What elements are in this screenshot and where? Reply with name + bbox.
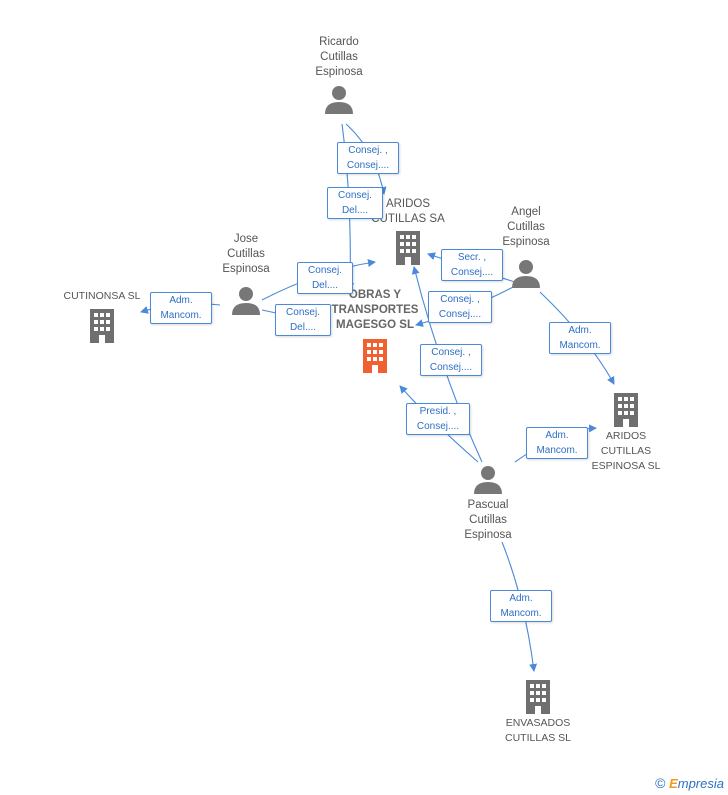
person-jose-label: Jose Cutillas Espinosa	[222, 233, 270, 275]
relation-label[interactable]: Adm. Mancom.	[549, 322, 611, 354]
person-pascual-label: Pascual Cutillas Espinosa	[464, 499, 512, 541]
building-icon	[363, 339, 387, 373]
company-cutinonsa-label: CUTINONSA SL	[63, 290, 141, 302]
person-pascual[interactable]: Pascual Cutillas Espinosa	[452, 464, 524, 543]
person-jose[interactable]: Jose Cutillas Espinosa	[210, 232, 282, 315]
building-icon	[526, 680, 550, 714]
company-aridos-sa-label: ARIDOS CUTILLAS SA	[371, 198, 445, 225]
company-obras-focus[interactable]: OBRAS Y TRANSPORTES MAGESGO SL	[325, 288, 425, 373]
company-aridos-espinosa-sl-label: ARIDOS CUTILLAS ESPINOSA SL	[591, 430, 661, 472]
relation-label[interactable]: Adm. Mancom.	[526, 427, 588, 459]
relation-label[interactable]: Consej. Del....	[297, 262, 353, 294]
empresia-logo: © Empresia	[655, 775, 724, 791]
relation-label[interactable]: Presid. , Consej....	[406, 403, 470, 435]
brand-first-letter: E	[669, 776, 678, 791]
copyright-symbol: ©	[655, 775, 666, 791]
person-icon	[325, 86, 353, 114]
relation-label[interactable]: Adm. Mancom.	[150, 292, 212, 324]
person-angel-label: Angel Cutillas Espinosa	[502, 206, 550, 248]
relation-label[interactable]: Consej. , Consej....	[337, 142, 399, 174]
relation-label[interactable]: Adm. Mancom.	[490, 590, 552, 622]
company-envasados-label: ENVASADOS CUTILLAS SL	[505, 717, 571, 744]
company-cutinonsa[interactable]: CUTINONSA SL	[52, 289, 152, 343]
person-ricardo-label: Ricardo Cutillas Espinosa	[315, 36, 363, 78]
person-icon	[474, 466, 502, 494]
relation-label[interactable]: Secr. , Consej....	[441, 249, 503, 281]
company-aridos-espinosa-sl[interactable]: ARIDOS CUTILLAS ESPINOSA SL	[580, 393, 672, 474]
company-envasados[interactable]: ENVASADOS CUTILLAS SL	[490, 680, 586, 746]
person-icon	[512, 260, 540, 288]
person-angel[interactable]: Angel Cutillas Espinosa	[490, 205, 562, 288]
company-obras-label: OBRAS Y TRANSPORTES MAGESGO SL	[331, 289, 419, 331]
company-aridos-sa[interactable]: ARIDOS CUTILLAS SA	[365, 197, 451, 265]
building-icon	[396, 231, 420, 265]
relation-label[interactable]: Consej. , Consej....	[420, 344, 482, 376]
person-ricardo[interactable]: Ricardo Cutillas Espinosa	[303, 35, 375, 114]
relation-label[interactable]: Consej. Del....	[327, 187, 383, 219]
relation-label[interactable]: Consej. , Consej....	[428, 291, 492, 323]
relation-label[interactable]: Consej. Del....	[275, 304, 331, 336]
building-icon	[614, 393, 638, 427]
brand-name: mpresia	[677, 776, 724, 791]
building-icon	[90, 309, 114, 343]
person-icon	[232, 287, 260, 315]
